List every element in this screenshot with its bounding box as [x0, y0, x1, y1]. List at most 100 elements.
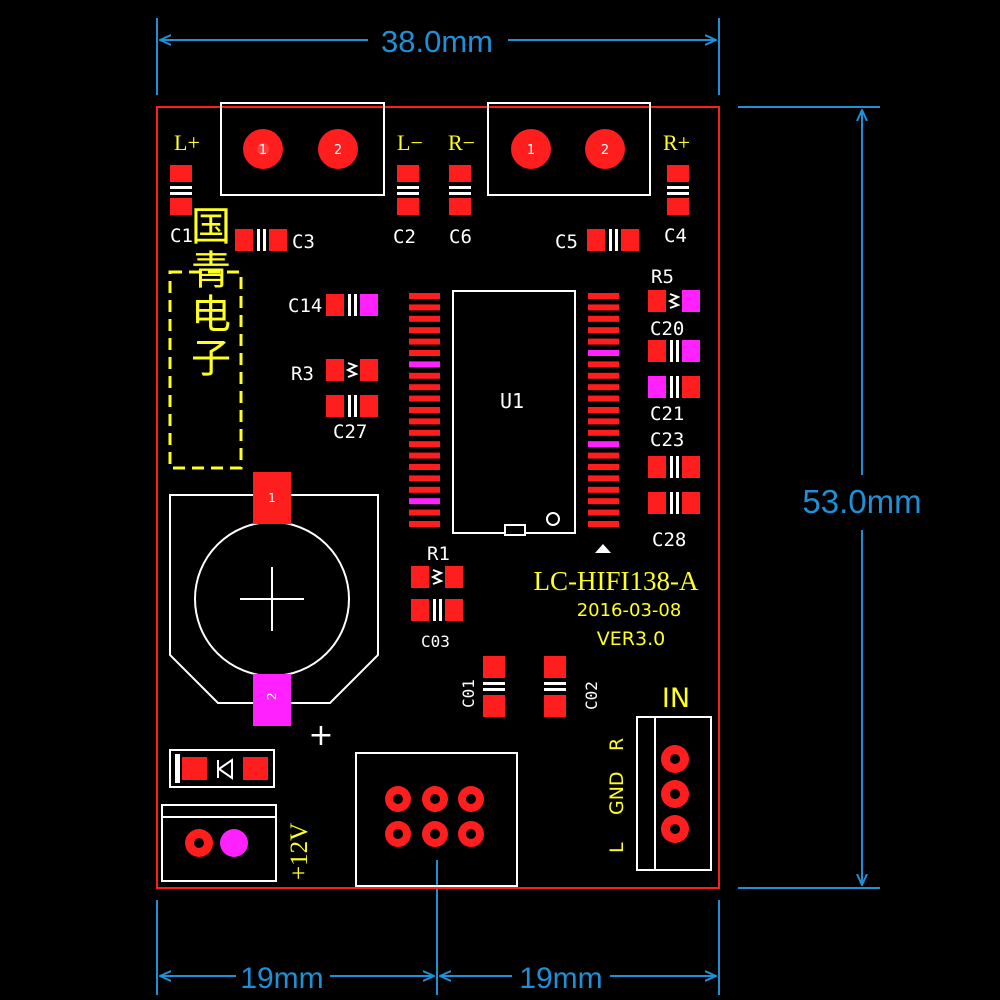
- ic-u1-pin: [409, 350, 440, 356]
- pot-pin2-label: 2: [265, 692, 279, 700]
- ic-u1-pin: [409, 372, 440, 379]
- ic-u1-pin: [409, 293, 440, 299]
- cap-c23: [648, 456, 700, 478]
- ic-u1-pin: [588, 327, 619, 334]
- ic-u1-pin: [409, 418, 440, 425]
- dimension-bottom-right-label: 19mm: [519, 962, 602, 995]
- cap-c2: [397, 165, 419, 215]
- cap-c5: [587, 229, 639, 251]
- label-c6: C6: [449, 226, 472, 248]
- resistor-r5: [648, 290, 700, 312]
- board-name: LC-HIFI138-A: [534, 566, 699, 596]
- input-label-gnd: GND: [606, 771, 628, 815]
- cap-c14: [326, 294, 378, 316]
- label-r3: R3: [291, 363, 314, 385]
- label-c23: C23: [650, 429, 684, 451]
- left-speaker-pin2-label: 2: [334, 143, 342, 158]
- right-speaker-connector: [487, 102, 651, 196]
- ic-u1-pin: [409, 475, 440, 482]
- dimension-bottom-left-label: 19mm: [240, 962, 323, 995]
- ic-u1-pin: [588, 361, 619, 368]
- left-speaker-pin1-label: 1: [259, 143, 267, 158]
- ic-u1-pin: [409, 315, 440, 322]
- input-label-l: L: [606, 842, 628, 853]
- board-version: VER3.0: [597, 628, 665, 650]
- ic-u1-pin: [588, 407, 619, 413]
- board-outline: [156, 106, 720, 889]
- right-speaker-pad-2: [585, 129, 625, 169]
- label-c28: C28: [652, 529, 686, 551]
- label-c27: C27: [333, 421, 367, 443]
- ic-u1-pin: [409, 361, 440, 368]
- cap-c01: [483, 656, 505, 717]
- cap-c03: [411, 599, 463, 621]
- board-date: 2016-03-08: [577, 600, 682, 621]
- input-label-r: R: [606, 738, 628, 751]
- ic-u1-pin: [588, 452, 619, 459]
- pot-pin1-label: 1: [268, 491, 276, 505]
- ic-u1-pin: [588, 418, 619, 425]
- ic-u1-pin: [588, 384, 619, 391]
- ic-u1-pin: [409, 441, 440, 448]
- cap-c27: [326, 395, 378, 417]
- label-r-plus: R+: [663, 130, 690, 155]
- top-vertical-caps: [170, 165, 689, 215]
- cap-c20: [648, 340, 700, 362]
- dimension-height-label: 53.0mm: [802, 483, 921, 520]
- ic-u1-pin: [409, 521, 440, 527]
- label-c14: C14: [288, 295, 322, 317]
- ic-u1-pin: [409, 338, 440, 345]
- cap-c4: [667, 165, 689, 215]
- ic-u1-pin: [588, 338, 619, 345]
- power-label: +12V: [286, 823, 313, 880]
- pot-plus-label: +: [308, 718, 333, 753]
- resistor-r1: [411, 566, 463, 588]
- ic-u1-pin: [409, 509, 440, 516]
- ic-u1-pin: [588, 441, 619, 448]
- ic-u1-pin: [588, 498, 619, 505]
- ic-u1-pin: [588, 509, 619, 516]
- right-speaker-pad-1: [511, 129, 551, 169]
- ic-u1-pin: [588, 304, 619, 311]
- label-c4: C4: [664, 225, 687, 247]
- label-l-plus: L+: [174, 130, 200, 155]
- ic-u1-pin: [409, 452, 440, 459]
- ic-u1-pin: [409, 429, 440, 436]
- input-connector: [636, 716, 712, 871]
- ic-u1-pin: [588, 475, 619, 482]
- resistor-r3: [326, 359, 378, 381]
- ic-u1-right-pins: [588, 293, 619, 527]
- potentiometer: [169, 472, 379, 726]
- ic-u1-pin1-marker: [546, 512, 560, 526]
- left-speaker-connector: [220, 102, 385, 196]
- cap-c3: [235, 229, 287, 251]
- dimension-annotations: [156, 18, 880, 995]
- logo-text: 国青电子: [184, 205, 230, 381]
- six-pin-header: [355, 752, 518, 887]
- label-c20: C20: [650, 318, 684, 340]
- ic-u1-pin: [588, 350, 619, 356]
- power-connector: [161, 804, 277, 882]
- ic-u1-pin: [588, 315, 619, 322]
- ic-u1-pin: [409, 486, 440, 493]
- ic-u1-pin: [409, 304, 440, 311]
- right-speaker-pin1-label: 1: [527, 143, 535, 158]
- ic-u1-pin: [409, 395, 440, 402]
- ic-u1-pin: [588, 395, 619, 402]
- cap-c02: [544, 656, 566, 717]
- pot-pad-2: [253, 674, 291, 726]
- pot-pad-1: [253, 472, 291, 524]
- label-c2: C2: [393, 226, 416, 248]
- label-c3: C3: [292, 231, 315, 253]
- ic-u1-pin: [588, 372, 619, 379]
- ic-u1-pin: [588, 429, 619, 436]
- left-speaker-pad-1: [243, 129, 283, 169]
- label-c01: C01: [459, 679, 478, 708]
- cap-c28: [648, 492, 700, 514]
- ic-u1-pin: [409, 384, 440, 391]
- dimension-width-label: 38.0mm: [381, 24, 493, 59]
- ic-u1-pin: [588, 293, 619, 299]
- label-c03: C03: [421, 632, 450, 651]
- label-c1: C1: [170, 225, 193, 247]
